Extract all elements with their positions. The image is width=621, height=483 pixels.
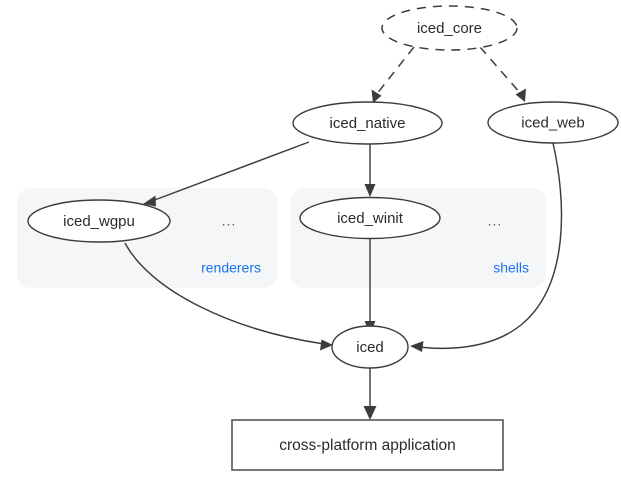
edge-iced-native-to-iced-wgpu-arrowhead xyxy=(143,195,156,207)
node-application[interactable]: cross-platform application xyxy=(231,419,504,471)
node-iced-web[interactable]: iced_web xyxy=(487,101,619,144)
node-iced-shape[interactable] xyxy=(331,325,409,369)
edge-iced-web-to-iced-arrowhead xyxy=(410,341,424,352)
node-iced-winit[interactable]: iced_winit xyxy=(299,196,441,240)
edge-iced-core-to-iced-native-line xyxy=(375,46,415,96)
cluster-renderers-label: renderers xyxy=(201,260,261,276)
edge-iced-core-to-iced-native-arrowhead xyxy=(371,89,382,103)
node-iced-wgpu[interactable]: iced_wgpu xyxy=(27,199,171,243)
edge-iced-web-to-iced-line xyxy=(418,142,563,350)
edge-iced-core-to-iced-web xyxy=(479,46,526,102)
node-iced-wgpu-shape[interactable] xyxy=(27,199,171,243)
node-application-label: cross-platform application xyxy=(279,437,456,454)
node-iced-native-shape[interactable] xyxy=(292,101,443,145)
edge-iced-web-to-iced xyxy=(410,142,563,352)
edge-iced-wgpu-to-iced-arrowhead xyxy=(320,339,333,351)
node-application-shape[interactable] xyxy=(231,419,504,471)
cluster-renderers-ellipsis: ... xyxy=(222,213,237,229)
edge-iced-core-to-iced-web-line xyxy=(479,46,522,95)
edge-iced-native-to-iced-winit xyxy=(364,144,376,197)
edge-iced-core-to-iced-web-arrowhead xyxy=(515,88,526,102)
node-iced-core[interactable]: iced_core xyxy=(381,5,518,51)
edge-iced-to-application-arrowhead xyxy=(363,406,377,420)
node-iced-winit-shape[interactable] xyxy=(299,196,441,240)
edge-iced-wgpu-to-iced-line xyxy=(124,242,325,345)
edge-iced-wgpu-to-iced xyxy=(124,242,333,351)
node-iced-core-shape[interactable] xyxy=(381,5,518,51)
edge-iced-native-to-iced-wgpu xyxy=(143,141,310,207)
cluster-shells-label: shells xyxy=(493,260,529,276)
edge-iced-core-to-iced-native xyxy=(371,46,415,103)
edge-iced-to-application xyxy=(363,368,377,420)
edge-iced-native-to-iced-wgpu-line xyxy=(151,141,310,202)
cluster-shells-ellipsis: ... xyxy=(488,213,503,229)
edge-iced-native-to-iced-winit-arrowhead xyxy=(364,184,376,197)
node-iced-web-shape[interactable] xyxy=(487,101,619,144)
node-iced-native[interactable]: iced_native xyxy=(292,101,443,145)
node-iced[interactable]: iced xyxy=(331,325,409,369)
